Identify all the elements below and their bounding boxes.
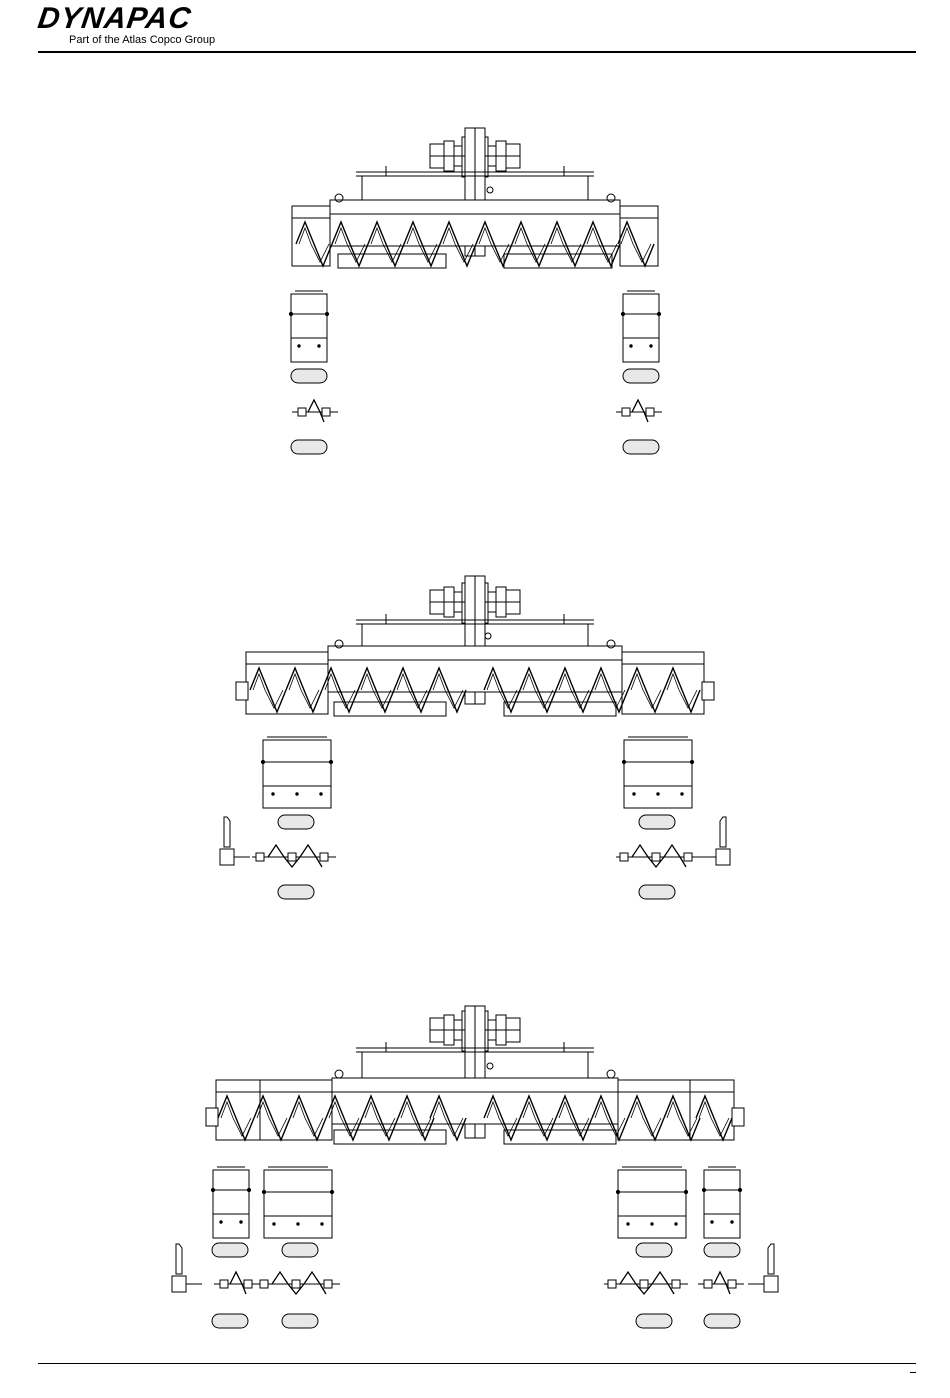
figure-screed-config-2: [220, 576, 730, 899]
footer-rule: [38, 1363, 916, 1364]
figure-screed-config-3: [172, 1006, 778, 1328]
figure-screed-config-1: [289, 128, 662, 454]
footer-dash: [910, 1372, 916, 1373]
